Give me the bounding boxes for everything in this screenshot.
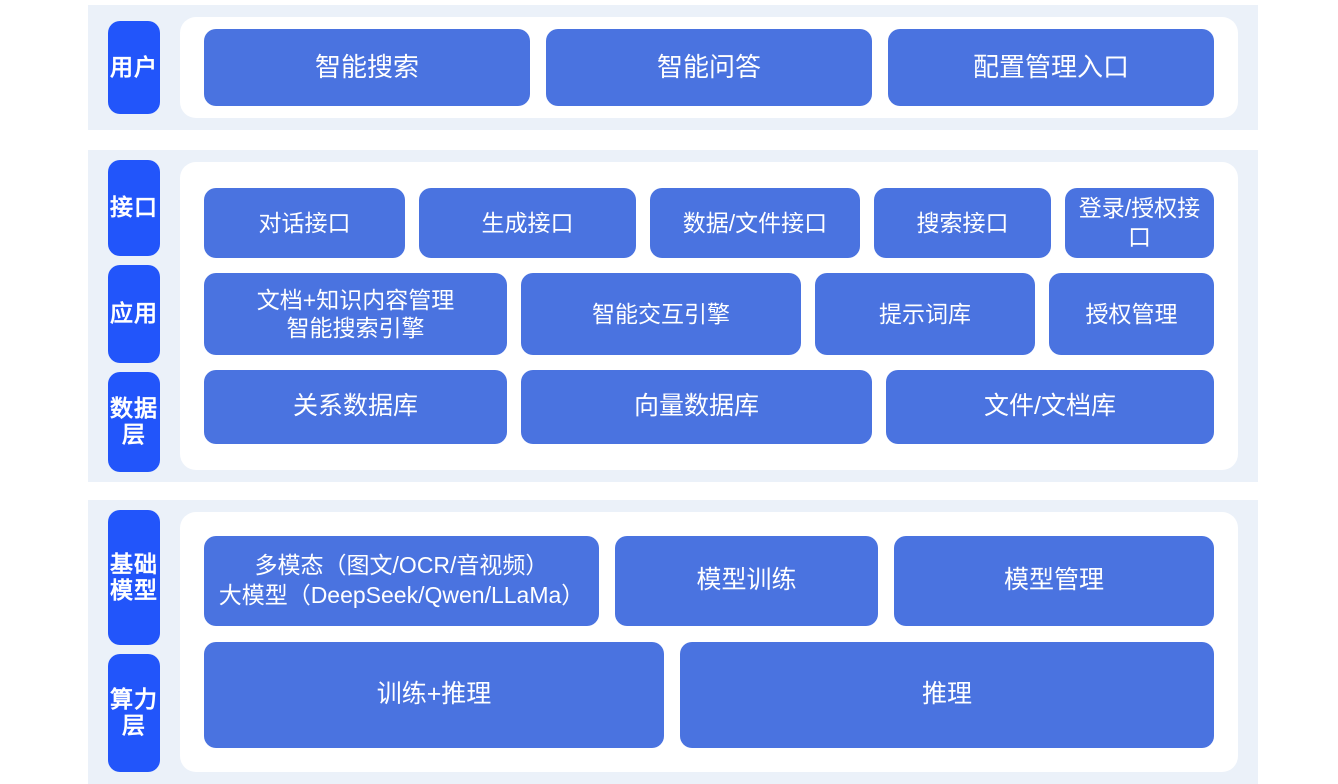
layer-chip-data[interactable]: 数据层	[108, 372, 160, 472]
box-interaction-engine[interactable]: 智能交互引擎	[521, 273, 801, 355]
box-prompt-library[interactable]: 提示词库	[815, 273, 1035, 355]
card-infrastructure: 多模态（图文/OCR/音视频） 大模型（DeepSeek/Qwen/LLaMa）…	[180, 512, 1238, 772]
layer-chip-interface[interactable]: 接口	[108, 160, 160, 256]
card-platform: 对话接口 生成接口 数据/文件接口 搜索接口 登录/授权接口 文档+知识内容管理…	[180, 162, 1238, 470]
box-vector-db[interactable]: 向量数据库	[521, 370, 872, 444]
layer-chip-application[interactable]: 应用	[108, 265, 160, 363]
row-compute-layer: 训练+推理 推理	[204, 642, 1214, 748]
layer-chip-compute[interactable]: 算力层	[108, 654, 160, 772]
box-dialog-api[interactable]: 对话接口	[204, 188, 405, 258]
section-platform: 接口 应用 数据层 对话接口 生成接口 数据/文件接口 搜索接口 登录/授权接口…	[88, 150, 1258, 482]
layer-chip-user[interactable]: 用户	[108, 21, 160, 114]
box-smart-search[interactable]: 智能搜索	[204, 29, 530, 106]
label-column-user: 用户	[88, 5, 160, 130]
layer-chip-base-model[interactable]: 基础模型	[108, 510, 160, 645]
box-data-file-api[interactable]: 数据/文件接口	[650, 188, 860, 258]
card-user: 智能搜索 智能问答 配置管理入口	[180, 17, 1238, 118]
row-interface: 对话接口 生成接口 数据/文件接口 搜索接口 登录/授权接口	[204, 188, 1214, 258]
box-doc-knowledge-management[interactable]: 文档+知识内容管理 智能搜索引擎	[204, 273, 507, 355]
box-relational-db[interactable]: 关系数据库	[204, 370, 507, 444]
section-infrastructure: 基础模型 算力层 多模态（图文/OCR/音视频） 大模型（DeepSeek/Qw…	[88, 500, 1258, 784]
box-infer[interactable]: 推理	[680, 642, 1214, 748]
box-login-auth-api[interactable]: 登录/授权接口	[1065, 188, 1214, 258]
row-data-layer: 关系数据库 向量数据库 文件/文档库	[204, 370, 1214, 444]
box-generate-api[interactable]: 生成接口	[419, 188, 636, 258]
row-application: 文档+知识内容管理 智能搜索引擎 智能交互引擎 提示词库 授权管理	[204, 273, 1214, 355]
label-column-platform: 接口 应用 数据层	[88, 150, 160, 482]
section-user: 用户 智能搜索 智能问答 配置管理入口	[88, 5, 1258, 130]
box-multimodal-llm[interactable]: 多模态（图文/OCR/音视频） 大模型（DeepSeek/Qwen/LLaMa）	[204, 536, 599, 626]
box-config-entry[interactable]: 配置管理入口	[888, 29, 1214, 106]
box-search-api[interactable]: 搜索接口	[874, 188, 1051, 258]
label-column-infrastructure: 基础模型 算力层	[88, 500, 160, 784]
row-base-model: 多模态（图文/OCR/音视频） 大模型（DeepSeek/Qwen/LLaMa）…	[204, 536, 1214, 626]
box-file-doc-store[interactable]: 文件/文档库	[886, 370, 1214, 444]
box-model-training[interactable]: 模型训练	[615, 536, 878, 626]
box-auth-management[interactable]: 授权管理	[1049, 273, 1214, 355]
box-train-infer[interactable]: 训练+推理	[204, 642, 664, 748]
row-user: 智能搜索 智能问答 配置管理入口	[204, 29, 1214, 106]
box-model-management[interactable]: 模型管理	[894, 536, 1214, 626]
box-smart-qa[interactable]: 智能问答	[546, 29, 872, 106]
